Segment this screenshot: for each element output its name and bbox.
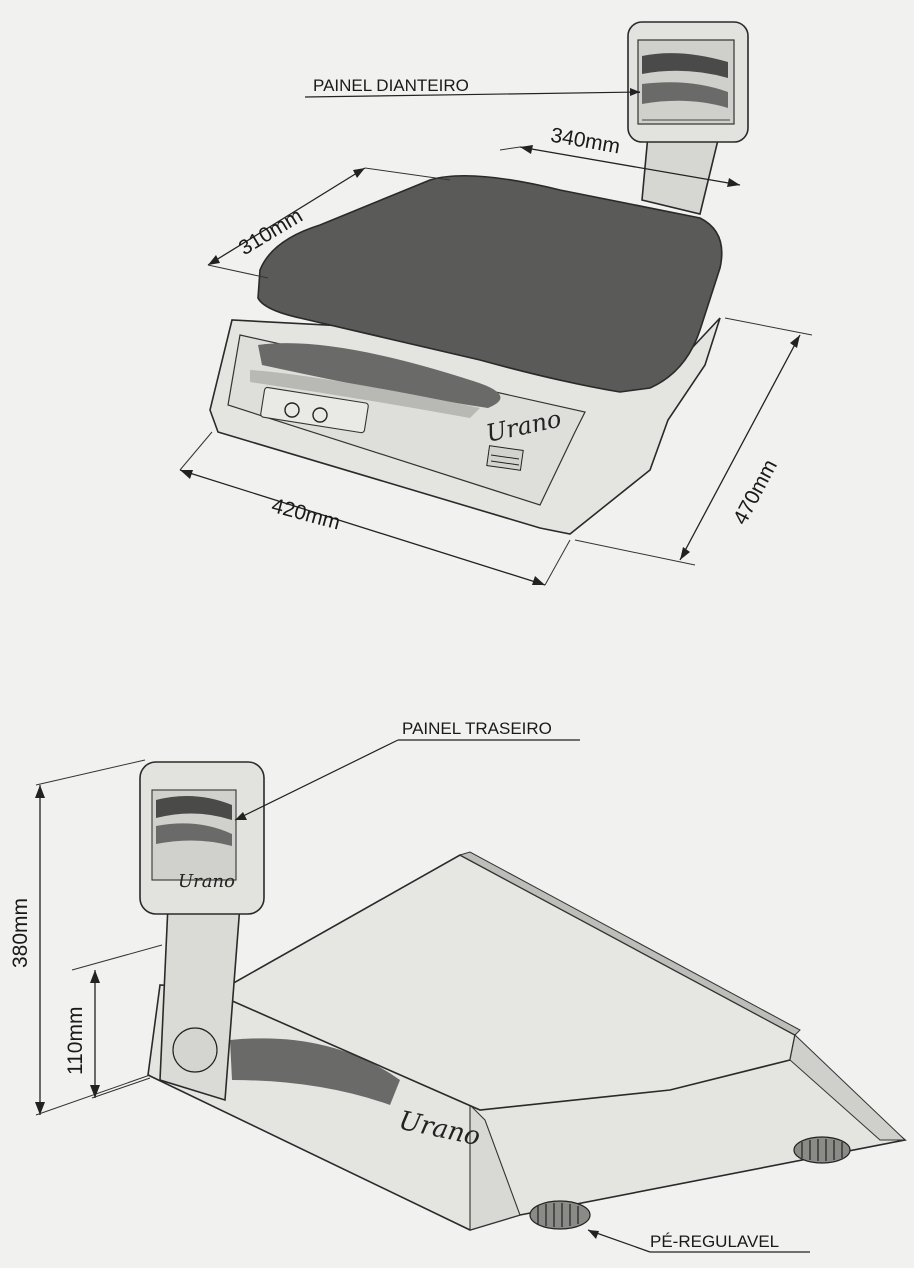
adjustable-foot-front	[529, 1200, 591, 1230]
dimension-label-470: 470mm	[729, 456, 782, 529]
dimension-base-height: 110mm	[64, 944, 163, 1099]
callout-front-panel: PAINEL DIANTEIRO	[304, 76, 641, 98]
dimension-label-340: 340mm	[549, 124, 622, 159]
callout-rear-panel: PAINEL TRASEIRO	[234, 719, 580, 821]
dimension-label-420: 420mm	[269, 494, 343, 534]
adjustable-foot-rear	[793, 1136, 851, 1164]
dimension-label-380: 380mm	[9, 898, 32, 968]
callout-label-front-panel: PAINEL DIANTEIRO	[313, 76, 469, 95]
dimension-label-110: 110mm	[64, 1007, 87, 1075]
display-tower-rear	[139, 761, 265, 1102]
dimension-total-height: 380mm	[9, 759, 151, 1116]
callout-label-rear-panel: PAINEL TRASEIRO	[402, 719, 552, 738]
scale-front-view: Urano 340mm 310mm 420mm	[179, 21, 813, 586]
display-tower-front	[627, 21, 749, 215]
callout-adjustable-foot: PÉ-REGULAVEL	[587, 1229, 810, 1253]
callout-label-adjustable-foot: PÉ-REGULAVEL	[650, 1232, 779, 1251]
weighing-platter	[257, 174, 723, 393]
brand-logo-display-tower: Urano	[178, 871, 235, 892]
scale-rear-view: Urano Urano PAINEL TRASEIRO PÉ-REGULAVEL…	[9, 719, 907, 1253]
